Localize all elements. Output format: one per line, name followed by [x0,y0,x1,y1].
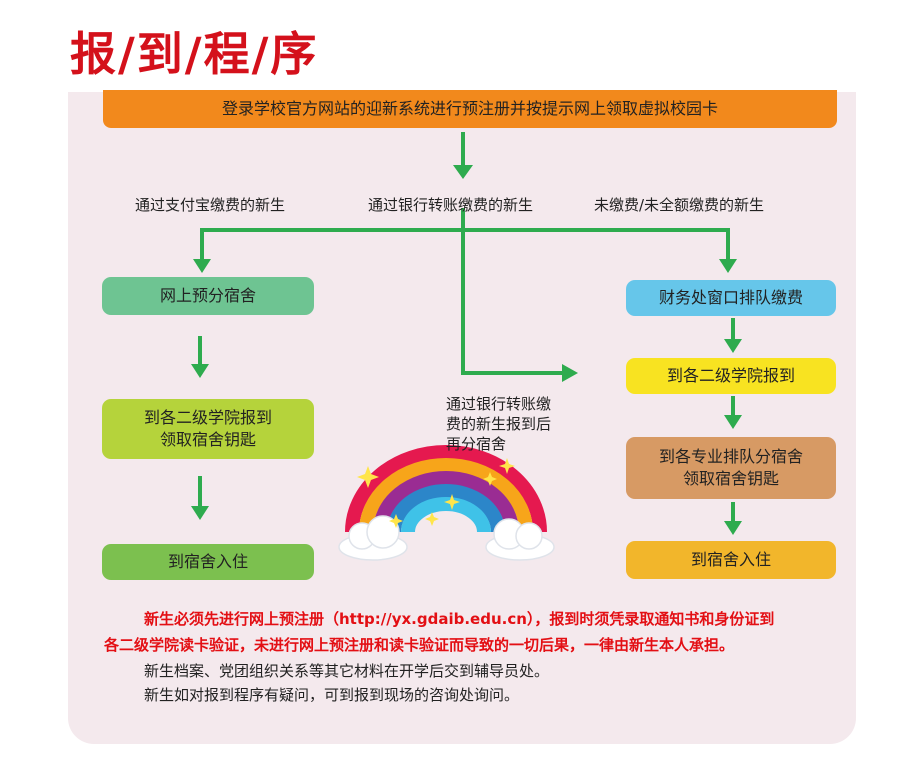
arrow-left-2-head [191,506,209,520]
branch-label-bank: 通过银行转账缴费的新生 [368,196,534,214]
page-title: 报/到/程/序 [70,27,319,81]
step-right-dorm-assign-line1: 到各专业排队分宿舍 [658,447,803,467]
step-left-college-report-line1: 到各二级学院报到 [143,408,272,428]
step-left-college-report: 到各二级学院报到 领取宿舍钥匙 [102,399,314,459]
arrow-top-down-head [453,165,473,179]
arrow-branch-bank [461,208,568,375]
arrow-branch-left-head [193,259,211,273]
arrow-right-2-head [724,415,742,429]
step-left-move-in: 到宿舍入住 [102,544,314,580]
bank-branch-note-line3: 再分宿舍 [446,435,507,453]
rainbow-illustration [338,445,555,561]
arrow-right-3-head [724,521,742,535]
branch-label-alipay: 通过支付宝缴费的新生 [135,196,286,214]
arrow-right-1-head [724,339,742,353]
step-left-predorm: 网上预分宿舍 [102,277,314,315]
step-right-pay-window: 财务处窗口排队缴费 [626,280,836,316]
notice-line-1: 新生必须先进行网上预注册（http://yx.gdaib.edu.cn），报到时… [144,610,775,628]
step-left-move-in-label: 到宿舍入住 [167,552,248,572]
step-online-preregistration-label: 登录学校官方网站的迎新系统进行预注册并按提示网上领取虚拟校园卡 [221,99,718,119]
step-right-move-in-label: 到宿舍入住 [690,550,771,570]
branch-label-unpaid: 未缴费/未全额缴费的新生 [594,196,765,214]
arrow-left-1-head [191,364,209,378]
step-right-college-report: 到各二级学院报到 [626,358,836,394]
step-left-predorm-label: 网上预分宿舍 [159,286,256,306]
bank-branch-note-line1: 通过银行转账缴 [446,395,552,413]
bank-branch-note-line2: 费的新生报到后 [446,415,552,433]
step-left-college-report-line2: 领取宿舍钥匙 [159,430,256,449]
arrow-branch-bank-head [562,364,578,382]
step-online-preregistration: 登录学校官方网站的迎新系统进行预注册并按提示网上领取虚拟校园卡 [103,90,837,128]
notice-line-2: 各二级学院读卡验证，未进行网上预注册和读卡验证而导致的一切后果，一律由新生本人承… [104,636,735,654]
notice-line-4: 新生如对报到程序有疑问，可到报到现场的咨询处询问。 [144,686,520,704]
step-right-dorm-assign-line2: 领取宿舍钥匙 [682,469,779,488]
bank-branch-note: 通过银行转账缴 费的新生报到后 再分宿舍 [446,394,551,454]
step-right-dorm-assign: 到各专业排队分宿舍 领取宿舍钥匙 [626,437,836,499]
step-right-college-report-label: 到各二级学院报到 [666,366,795,386]
arrow-branch-right-head [719,259,737,273]
step-right-move-in: 到宿舍入住 [626,541,836,579]
step-right-pay-window-label: 财务处窗口排队缴费 [658,288,803,308]
notice-line-3: 新生档案、党团组织关系等其它材料在开学后交到辅导员处。 [144,662,550,680]
